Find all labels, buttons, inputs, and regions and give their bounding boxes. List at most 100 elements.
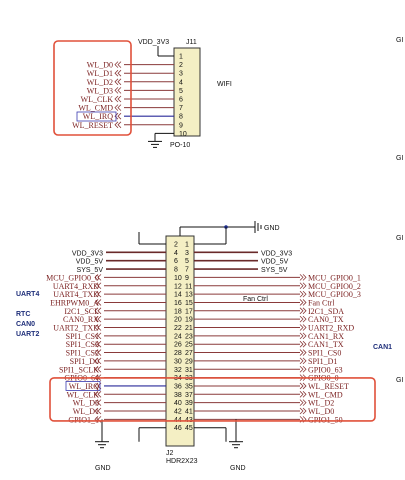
j2-left-net-label: EHRPWM0_A: [50, 298, 99, 307]
j2-pin-left-number: 2: [174, 242, 178, 249]
j2-pin-left-number: 46: [174, 425, 182, 432]
j2-pin-right-number: 9: [185, 275, 189, 282]
j2-right-net-label: Fan Ctrl: [308, 298, 335, 307]
j2-left-net-label: UART4_RXD: [53, 282, 99, 291]
j2-left-net-label: WL_CLK: [67, 390, 100, 399]
top-pin-number: 7: [179, 105, 183, 112]
j2-right-connector: [299, 365, 307, 373]
j2-left-connector: [94, 307, 102, 315]
j2-pin-right-number: 27: [185, 350, 193, 357]
top-part: PO-10: [170, 142, 190, 149]
j2-right-connector: [299, 349, 307, 356]
j2-pin-left-number: 38: [174, 392, 182, 399]
j2-right-net-label: SPI1_CS0: [308, 349, 341, 358]
j2-left-net-label: WL_D3: [73, 399, 99, 408]
j2-gnd-left-label: GND: [95, 465, 111, 472]
j2-pin-right-number: 45: [185, 425, 193, 432]
top-ref: J11: [186, 39, 197, 46]
wifi-label: WIFI: [217, 81, 232, 88]
j2-left-net-label: UART4_TXD: [53, 290, 99, 299]
j2-left-net-label: WL_IRQ: [69, 382, 99, 391]
j2-pin-right-number: 17: [185, 308, 193, 315]
j2-left-connector: [94, 299, 102, 306]
j2-pin-left-number: 26: [174, 342, 182, 349]
j2-right-net-label: WL_CMD: [308, 390, 343, 399]
j2-right-connector: [299, 324, 307, 331]
j2-right-connector: [299, 290, 307, 298]
top-net-connector: [114, 61, 122, 68]
j2-pin-left-number: 36: [174, 383, 182, 390]
j2-pin-left-number: 8: [174, 267, 178, 274]
section-label: UART2: [16, 331, 39, 338]
j2-right-connector: [299, 299, 307, 306]
j2-pin-right-number: 13: [185, 292, 193, 299]
j2-right-connector: [299, 307, 307, 315]
top-net-connector: [114, 104, 122, 111]
j2-left-net-label: SPI1_CS3: [66, 340, 99, 349]
j2-pin-right-number: 5: [185, 258, 189, 265]
top-pin-number: 8: [179, 114, 183, 121]
j2-right-net-label: CAN1_TX: [308, 340, 344, 349]
j2-left-power-label: VDD_5V: [76, 259, 104, 266]
j2-pin-right-number: 31: [185, 367, 193, 374]
top-net-connector: [114, 95, 122, 103]
j2-pin-right-number: 29: [185, 358, 193, 365]
j2-right-connector: [299, 340, 307, 348]
j2-pin-left-number: 32: [174, 367, 182, 374]
j2-left-net-label: I2C1_SCL: [64, 307, 99, 316]
j2-right-net-label: CAN1_RX: [308, 332, 344, 341]
j2-left-connector: [94, 399, 102, 406]
j2-right-connector: [299, 282, 307, 290]
top-pin-number: 3: [179, 71, 183, 78]
j2-pin-right-number: 7: [185, 267, 189, 274]
top-net-label: WL_IRQ: [83, 112, 113, 121]
j2-left-net-label: SPI1_CS1: [66, 332, 99, 341]
j2-right-net-label: CAN0_TX: [308, 315, 344, 324]
j2-pin-left-number: 14: [174, 292, 182, 299]
j2-left-connector: [94, 340, 102, 348]
j2-right-power-label: SYS_5V: [261, 267, 288, 274]
top-net-label: WL_CLK: [81, 95, 114, 104]
top-net-label: WL_D2: [87, 78, 113, 87]
top-pin-number: 2: [179, 62, 183, 69]
j2-pin-left-number: 28: [174, 350, 182, 357]
j2-part: HDR2X23: [166, 458, 198, 465]
j2-left-net-label: SPI1_CS2: [66, 349, 99, 358]
j2-left-power-label: SYS_5V: [77, 267, 104, 274]
top-net-label: WL_D3: [87, 86, 113, 95]
j2-pin-right-number: 3: [185, 250, 189, 257]
j2-pin-right-number: 1: [185, 242, 189, 249]
edge-fragment: GI: [396, 377, 403, 384]
j2-left-connector: [94, 349, 102, 356]
j2-right-connector: [299, 399, 307, 406]
j2-left-net-label: GPIO1_1: [68, 415, 99, 424]
edge-fragment: GI: [396, 235, 403, 242]
j2-pin-right-number: 19: [185, 317, 193, 324]
j2-left-connector: [94, 357, 102, 365]
j2-pin-left-number: 20: [174, 317, 182, 324]
j2-gnd-label: GND: [264, 225, 280, 232]
section-label: RTC: [16, 311, 30, 318]
top-net-connector: [114, 69, 122, 77]
top-connector-body: [173, 47, 201, 137]
j2-pin-right-number: 25: [185, 342, 193, 349]
j2-left-connector: [94, 407, 102, 415]
j2-highlight-box: [49, 377, 376, 422]
j2-left-connector: [94, 282, 102, 290]
section-label: UART4: [16, 291, 39, 298]
top-net-label: WL_CMD: [78, 104, 113, 113]
can1-section-label: CAN1: [373, 344, 392, 351]
j2-pin-left-number: 22: [174, 325, 182, 332]
j2-pin-right-number: 35: [185, 383, 193, 390]
j2-pin-left-number: 18: [174, 308, 182, 315]
j2-pin-left-number: 16: [174, 300, 182, 307]
top-net-label: WL_RESET: [72, 121, 113, 130]
j2-left-net-label: CAN0_RX: [63, 315, 99, 324]
j2-right-power-label: VDD_5V: [261, 259, 289, 266]
j2-fan-label: Fan Ctrl: [243, 296, 268, 303]
j2-gnd-right-label: GND: [230, 465, 246, 472]
j2-connector-body: [165, 235, 195, 447]
j2-right-net-label: MCU_GPIO0_2: [308, 282, 361, 291]
j2-right-connector: [299, 407, 307, 415]
